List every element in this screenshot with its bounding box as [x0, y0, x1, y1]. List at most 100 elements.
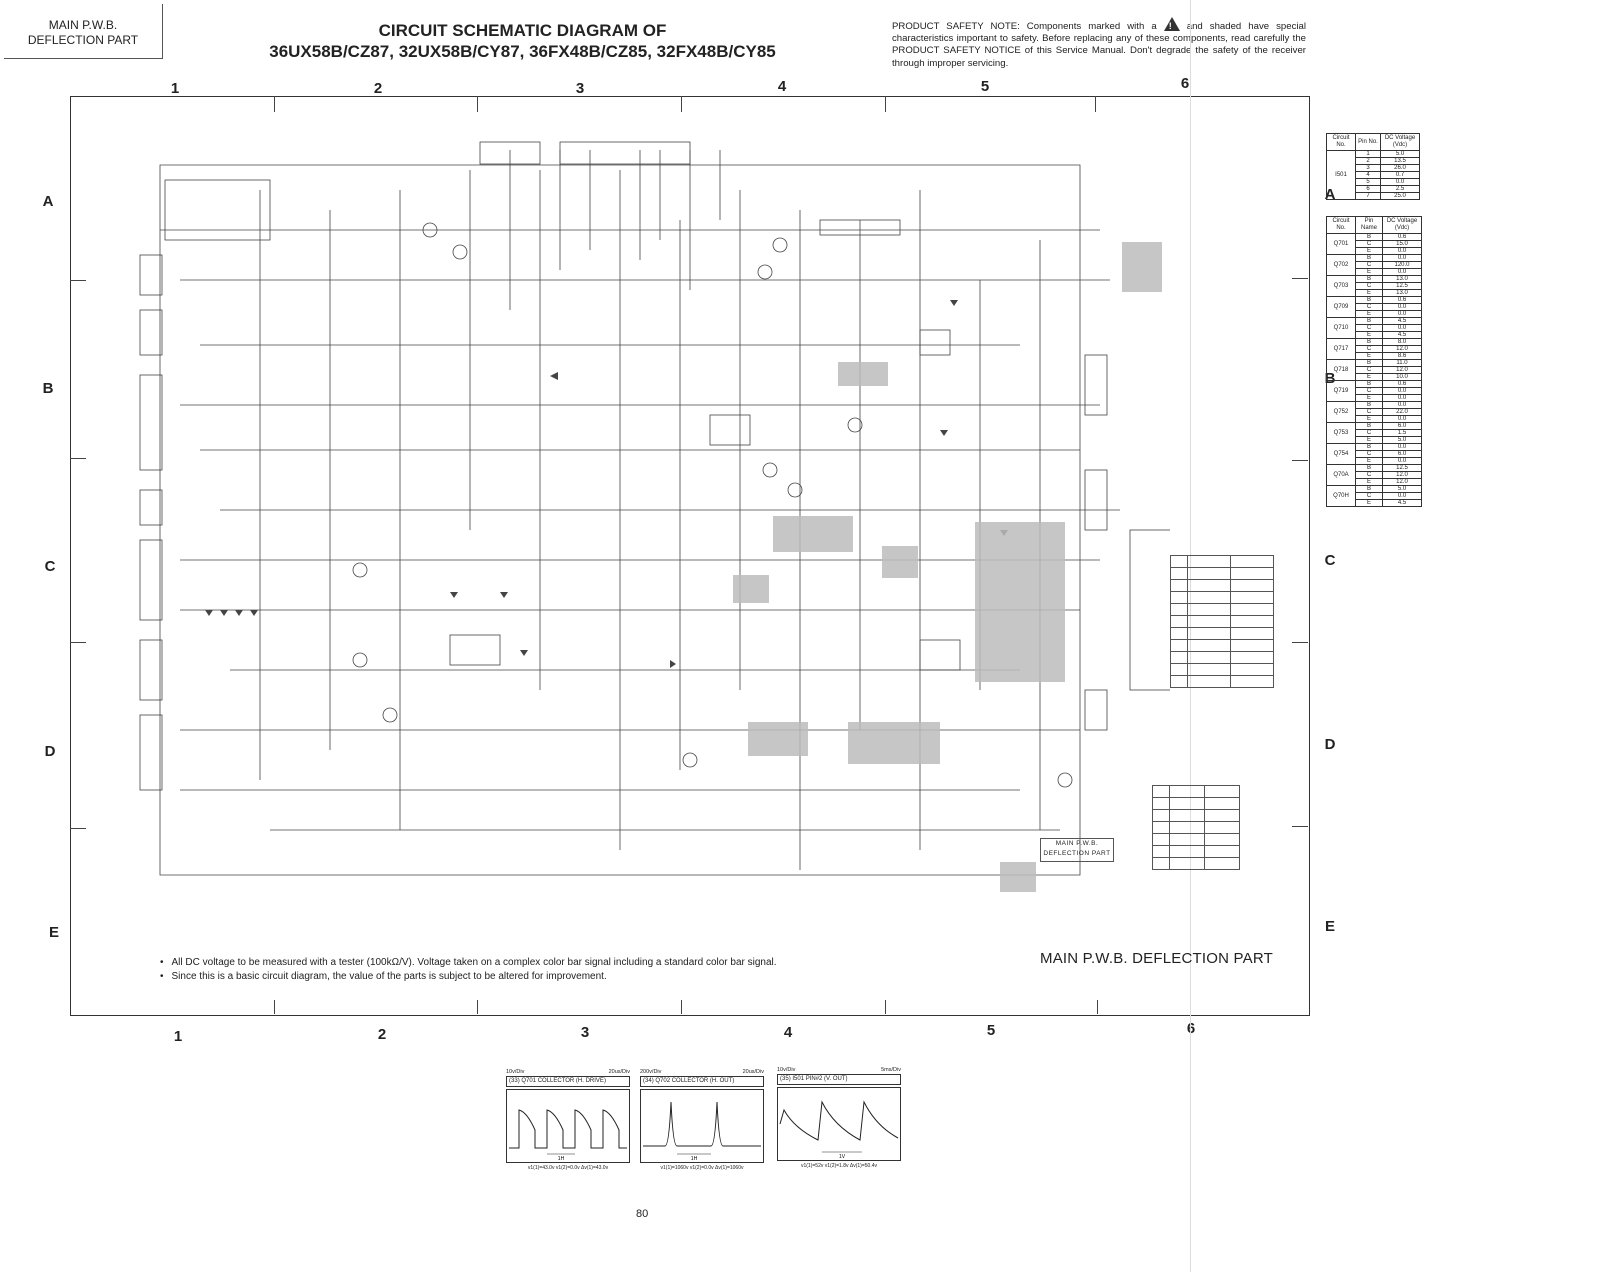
- transistor-voltage-cell: 0.0: [1382, 310, 1422, 318]
- transistor-pin-cell: B: [1355, 464, 1383, 472]
- wave-volts: 10v/Div: [777, 1067, 796, 1073]
- transistor-pin-cell: C: [1355, 408, 1383, 416]
- frame-tick: [681, 1000, 682, 1014]
- row-left-D: D: [44, 743, 56, 760]
- frame-tick: [274, 1000, 275, 1014]
- transistor-circuit-cell: Q718: [1326, 359, 1356, 381]
- section-line1: MAIN P.W.B.: [48, 18, 118, 32]
- transistor-circuit-cell: Q753: [1326, 422, 1356, 444]
- transistor-circuit-cell: Q709: [1326, 296, 1356, 318]
- transistor-voltage-cell: 0.6: [1382, 233, 1422, 241]
- safety-shaded-area: [848, 722, 940, 764]
- transistor-pin-cell: C: [1355, 345, 1383, 353]
- transistor-pin-cell: B: [1355, 359, 1383, 367]
- col-bottom-4: 4: [783, 1024, 793, 1041]
- transistor-pin-cell: B: [1355, 296, 1383, 304]
- waveform-trace: 1H: [509, 1109, 627, 1162]
- frame-tick: [1292, 642, 1308, 643]
- frame-tick: [1095, 96, 1096, 112]
- ic-pin-cell: 1: [1355, 150, 1381, 158]
- row-right-D: D: [1324, 736, 1336, 753]
- wave-caption: (35) I501 PIN#2 (V. OUT): [777, 1074, 901, 1085]
- transistor-circuit-cell: Q754: [1326, 443, 1356, 465]
- ic-voltage-cell: 25.0: [1380, 192, 1420, 200]
- transistor-pin-cell: C: [1355, 492, 1383, 500]
- transistor-voltage-cell: 12.0: [1382, 478, 1422, 486]
- transistor-voltage-cell: 12.5: [1382, 282, 1422, 290]
- transistor-voltage-cell: 0.0: [1382, 415, 1422, 423]
- notes: All DC voltage to be measured with a tes…: [160, 956, 777, 984]
- transistor-voltage-cell: 0.0: [1382, 303, 1422, 311]
- transistor-circuit-cell: Q752: [1326, 401, 1356, 423]
- frame-tick: [70, 642, 86, 643]
- frame-tick: [885, 96, 886, 112]
- transistor-voltage-cell: 8.6: [1382, 352, 1422, 360]
- safety-shaded-area: [748, 722, 808, 756]
- wave-screen: 1V: [777, 1087, 901, 1161]
- col-top-2: 2: [373, 80, 383, 97]
- transistor-circuit-cell: Q702: [1326, 254, 1356, 276]
- frame-tick: [274, 96, 275, 112]
- tr-header-pin: Pin Name: [1355, 216, 1383, 234]
- transistor-voltage-cell: 1.5: [1382, 429, 1422, 437]
- transistor-pin-cell: E: [1355, 331, 1383, 339]
- col-bottom-1: 1: [173, 1028, 183, 1045]
- transistor-pin-cell: E: [1355, 478, 1383, 486]
- ic-voltage-cell: 0.7: [1380, 171, 1420, 179]
- svg-text:1H: 1H: [691, 1156, 698, 1162]
- transistor-voltage-cell: 8.0: [1382, 338, 1422, 346]
- row-left-E: E: [48, 924, 59, 941]
- transistor-voltage-cell: 22.0: [1382, 408, 1422, 416]
- note-2: Since this is a basic circuit diagram, t…: [160, 970, 777, 984]
- transistor-pin-cell: E: [1355, 415, 1383, 423]
- row-left-B: B: [42, 380, 54, 397]
- transistor-pin-cell: E: [1355, 268, 1383, 276]
- safety-shaded-area: [1000, 862, 1036, 892]
- transistor-pin-cell: C: [1355, 366, 1383, 374]
- row-left-A: A: [42, 193, 54, 210]
- waveform-trace: 1H: [643, 1101, 761, 1162]
- frame-tick: [70, 280, 86, 281]
- ic-pin-cell: 4: [1355, 171, 1381, 179]
- model-parts-table: [1170, 555, 1274, 688]
- transistor-pin-cell: E: [1355, 394, 1383, 402]
- transistor-voltage-cell: 12.0: [1382, 471, 1422, 479]
- row-left-C: C: [44, 558, 56, 575]
- svg-text:1V: 1V: [839, 1154, 846, 1160]
- transistor-voltage-cell: 0.0: [1382, 324, 1422, 332]
- tr-header-voltage: DC Voltage (Vdc): [1382, 216, 1422, 234]
- transistor-pin-cell: C: [1355, 450, 1383, 458]
- frame-tick: [681, 96, 682, 112]
- transistor-voltage-cell: 13.0: [1382, 289, 1422, 297]
- frame-tick: [1292, 460, 1308, 461]
- transistor-pin-cell: B: [1355, 485, 1383, 493]
- transistor-pin-cell: B: [1355, 338, 1383, 346]
- wave-screen: 1H: [506, 1089, 630, 1163]
- transistor-circuit-cell: Q719: [1326, 380, 1356, 402]
- header-rule: [4, 58, 162, 59]
- wave-measurement: v1(1)=52v v1(2)=1.8v Δv(1)=50.4v: [800, 1163, 877, 1169]
- transistor-voltage-cell: 0.6: [1382, 296, 1422, 304]
- transistor-pin-cell: E: [1355, 499, 1383, 507]
- ic-circuit-cell: I501: [1326, 150, 1356, 200]
- svg-text:1H: 1H: [558, 1156, 565, 1162]
- transistor-voltage-cell: 0.0: [1382, 443, 1422, 451]
- wave-measurement: v1(1)=1060v v1(2)=0.0v Δv(1)=1060v: [660, 1165, 744, 1171]
- transistor-voltage-cell: 0.0: [1382, 387, 1422, 395]
- transistor-voltage-cell: 0.0: [1382, 247, 1422, 255]
- row-right-E: E: [1324, 918, 1335, 935]
- transistor-pin-cell: B: [1355, 380, 1383, 388]
- ic-voltage-cell: 13.5: [1380, 157, 1420, 165]
- transistor-voltage-cell: 0.0: [1382, 457, 1422, 465]
- schematic-drawing: [139, 141, 1170, 876]
- transistor-circuit-cell: Q70H: [1326, 485, 1356, 507]
- ic-pin-cell: 3: [1355, 164, 1381, 172]
